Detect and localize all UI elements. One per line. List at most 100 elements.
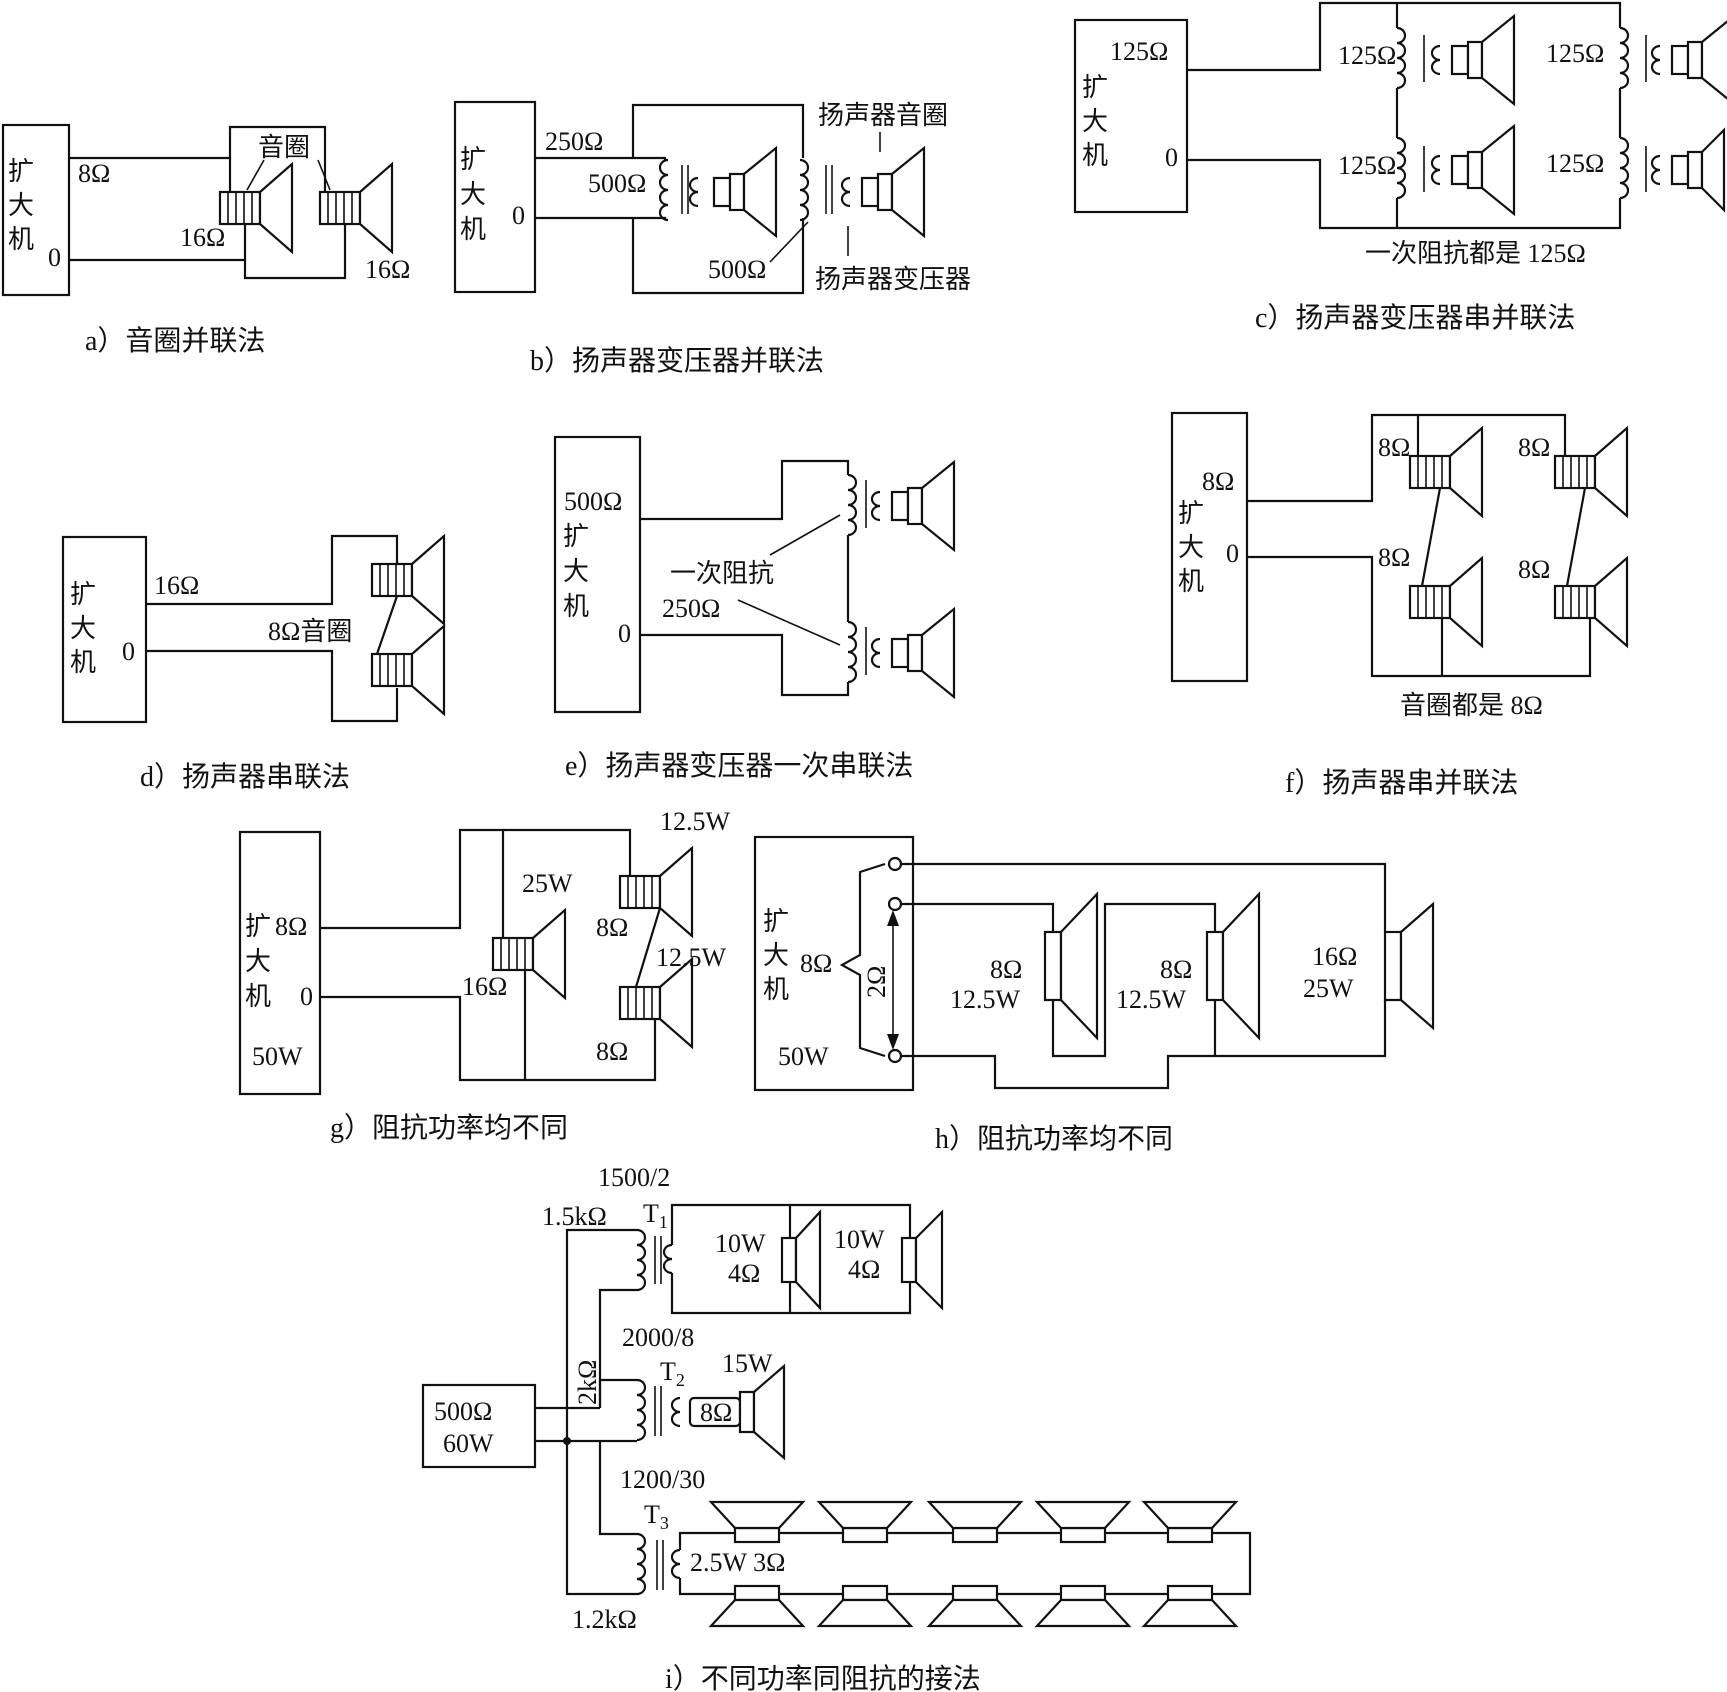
speaker-2 (860, 146, 926, 238)
t3-speaker-top-5 (1142, 1500, 1238, 1544)
leader (769, 221, 809, 263)
amp-impedance-label: 8Ω (800, 949, 832, 978)
speaker-2 (890, 607, 956, 699)
t3-speaker-top-3 (927, 1500, 1023, 1544)
amp-char-1: 扩 (8, 157, 34, 186)
t2-speaker-power: 15W (722, 1349, 773, 1378)
amp-power-label: 50W (252, 1042, 303, 1071)
amp-char-1: 扩 (1082, 73, 1108, 102)
wire-bottom-loop (631, 218, 805, 295)
caption-a: a）音圈并联法 (85, 325, 265, 357)
transformer-secondary-1 (688, 176, 699, 208)
speaker-3-impedance: 16Ω (1312, 942, 1357, 971)
leader (769, 514, 841, 556)
speaker-4 (1670, 127, 1726, 213)
amplifier-box (61, 535, 148, 724)
amp-zero-label: 0 (512, 201, 525, 230)
terminal-mid[interactable] (887, 896, 903, 912)
wire-top (1247, 413, 1567, 503)
coil-label: 8Ω音圈 (268, 617, 352, 646)
t3-speaker-bottom-5 (1142, 1584, 1238, 1628)
transformer-secondary-2 (840, 176, 851, 208)
terminal-top[interactable] (887, 856, 903, 872)
series-link (1565, 487, 1587, 587)
transformer-1-primary (846, 473, 858, 537)
t2-feed (598, 1378, 637, 1408)
transformer-label: 扬声器变压器 (815, 265, 971, 294)
common-t1 (565, 1228, 637, 1441)
amplifier-box (453, 100, 537, 294)
panel-g-different-impedance-power: 扩 8Ω 大 机 0 50W 25W 16Ω 12.5W 8Ω 12.5W 8Ω… (238, 807, 731, 1144)
speaker-2-impedance: 8Ω (1518, 433, 1550, 462)
wire-top (640, 459, 850, 521)
speaker-4-impedance: 8Ω (1518, 555, 1550, 584)
t1-secondary-wires (670, 1203, 790, 1315)
wire-bottom (1247, 555, 1592, 678)
amp-char-3: 机 (1178, 567, 1204, 596)
big-speaker-power: 25W (522, 869, 573, 898)
t1-speaker-wires (788, 1203, 912, 1315)
amp-char-3: 机 (245, 982, 271, 1011)
amp-char-2: 大 (245, 947, 271, 976)
speaker-2-impedance: 8Ω (596, 1037, 628, 1066)
amp-impedance-label: 8Ω (78, 159, 110, 188)
coil-leader (246, 159, 265, 191)
transformer-1 (1395, 26, 1407, 90)
amp-power-label: 50W (778, 1042, 829, 1071)
speaker-1 (370, 534, 446, 626)
speaker-8ohm-2 (1205, 891, 1261, 1041)
wire-bottom (69, 222, 347, 280)
secondary (870, 490, 881, 522)
caption-c: c）扬声器变压器串并联法 (1255, 302, 1575, 334)
t1-label: T1 (643, 1199, 668, 1232)
secondary (1430, 154, 1441, 186)
t1-speaker-2-power: 10W (834, 1225, 885, 1254)
amp-char-3: 机 (460, 215, 486, 244)
amplifier-box (753, 835, 915, 1092)
speaker-1 (1450, 14, 1516, 106)
caption-i: i）不同功率同阻抗的接法 (665, 1663, 981, 1692)
amp-impedance-label: 125Ω (1110, 37, 1168, 66)
primary-1-impedance: 500Ω (588, 169, 646, 198)
wire-top-loop (631, 103, 805, 158)
speaker-2 (1450, 124, 1516, 216)
arrow-up (887, 910, 899, 926)
amp-char-1: 扩 (763, 907, 789, 936)
t1-speaker-1-power: 10W (715, 1229, 766, 1258)
coil-leader (317, 159, 331, 191)
amp-zero-label: 0 (300, 982, 313, 1011)
t2-label: T2 (660, 1357, 685, 1390)
panel-b-transformer-parallel: 扩 大 机 250Ω 0 500Ω 500Ω 扬声器音圈 扬声器变压器 b）扬声… (453, 100, 971, 377)
wire-bottom (535, 216, 667, 220)
speaker-2-impedance: 16Ω (365, 255, 410, 284)
amplifier-box (1073, 18, 1189, 214)
t2-primary (635, 1378, 647, 1442)
amp-char-2: 大 (1082, 107, 1108, 136)
t1-speaker-2 (900, 1209, 944, 1311)
amp-impedance-label: 8Ω (1202, 467, 1234, 496)
transformer-primary-1 (658, 158, 670, 222)
t3-primary (635, 1532, 647, 1596)
caption-h: h）阻抗功率均不同 (935, 1123, 1173, 1155)
speaker-1 (890, 460, 956, 552)
t1-speaker-2-impedance: 4Ω (848, 1255, 880, 1284)
t3-speaker-top-4 (1035, 1500, 1131, 1544)
t3-ratio: 1200/30 (620, 1465, 705, 1494)
t3-feed (598, 1441, 637, 1536)
t3-speaker-loop (678, 1531, 1252, 1596)
t2-primary-impedance: 2kΩ (573, 1360, 602, 1405)
t3-speaker-top-2 (817, 1500, 913, 1544)
transformer-1-impedance: 125Ω (1338, 41, 1396, 70)
amp-char-1: 扩 (70, 580, 96, 609)
wire-series (1051, 902, 1217, 1058)
amp-char-1: 扩 (460, 145, 486, 174)
speaker-1-impedance: 8Ω (990, 955, 1022, 984)
speaker-1 (1408, 426, 1484, 518)
speaker-2-power: 12.5W (1116, 985, 1187, 1014)
transformer-3 (1618, 26, 1630, 90)
amp-char-3: 机 (8, 225, 34, 254)
note: 音圈都是 8Ω (1400, 691, 1543, 720)
t1-speaker-1-impedance: 4Ω (728, 1259, 760, 1288)
terminal-bottom[interactable] (887, 1048, 903, 1064)
